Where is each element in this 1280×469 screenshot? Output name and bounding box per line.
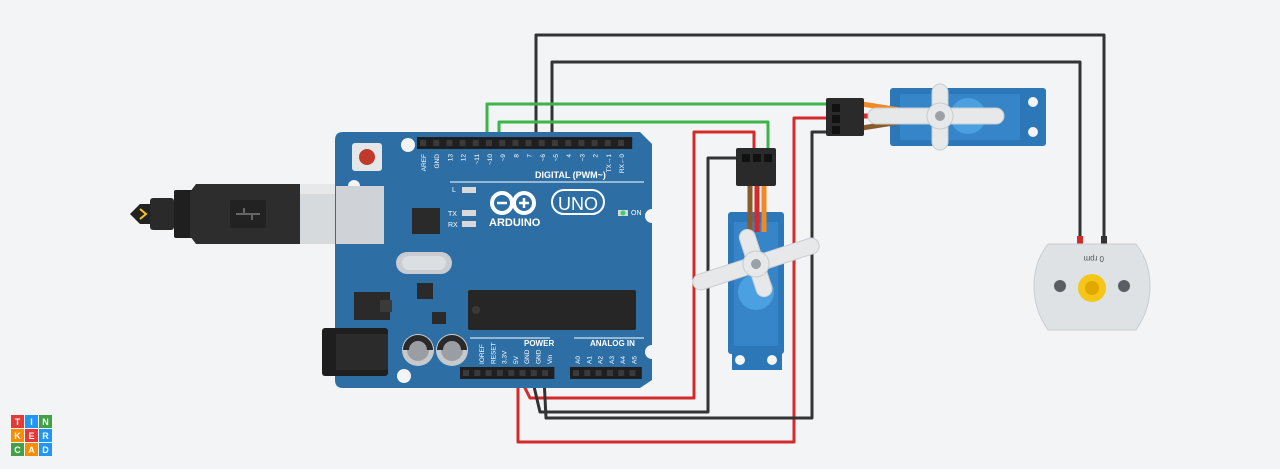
servo1-connector[interactable]: [736, 148, 776, 186]
header-pin[interactable]: [618, 370, 625, 376]
servo-motor-2[interactable]: [826, 83, 1046, 151]
header-pin[interactable]: [530, 370, 537, 376]
on-label: ON: [631, 210, 642, 217]
analog-header-label: ANALOG IN: [590, 339, 635, 348]
header-pin[interactable]: [499, 140, 506, 146]
logo-letter: N: [39, 415, 52, 428]
dc-motor[interactable]: 0 rpm: [1033, 236, 1151, 331]
digital-pin-label: ~10: [487, 154, 494, 165]
digital-pin-label: ~6: [540, 154, 547, 162]
motor-rpm-label: 0 rpm: [1083, 254, 1104, 263]
analog-pin-label: A1: [586, 356, 593, 364]
digital-header-label: DIGITAL (PWM~): [535, 170, 606, 180]
header-pin[interactable]: [629, 370, 636, 376]
digital-pin-label: ~9: [500, 154, 507, 162]
header-pin[interactable]: [420, 140, 426, 146]
logo-letter: I: [25, 415, 38, 428]
digital-pin-label: 13: [447, 154, 454, 162]
header-pin[interactable]: [433, 140, 440, 146]
brand-label: ARDUINO: [489, 217, 541, 229]
digital-pin-label: TX→1: [606, 154, 613, 173]
header-pin[interactable]: [591, 140, 598, 146]
header-pin[interactable]: [472, 140, 479, 146]
logo-letter: D: [39, 443, 52, 456]
header-pin[interactable]: [538, 140, 545, 146]
header-pin[interactable]: [446, 140, 453, 146]
header-pin[interactable]: [496, 370, 503, 376]
digital-pin-label: 4: [566, 154, 573, 158]
digital-pin-label: 7: [527, 154, 534, 158]
power-pin-label: Vin: [547, 354, 554, 364]
wire-black-motor-a[interactable]: [534, 33, 1106, 242]
header-pin[interactable]: [552, 140, 558, 146]
logo-letter: T: [11, 415, 24, 428]
arduino-logo: [490, 191, 536, 215]
header-pin[interactable]: [474, 370, 481, 376]
header-pin[interactable]: [565, 140, 572, 146]
header-pin[interactable]: [542, 370, 549, 376]
header-pin[interactable]: [578, 140, 585, 146]
digital-pin-label: 2: [593, 154, 600, 158]
digital-pin-label: GND: [434, 154, 441, 169]
header-pin[interactable]: [595, 370, 602, 376]
power-header[interactable]: [460, 367, 555, 379]
power-pin-label: 3.3V: [502, 350, 509, 364]
digital-pin-label: RX←0: [619, 154, 626, 174]
header-pin[interactable]: [508, 370, 515, 376]
header-pin[interactable]: [584, 370, 591, 376]
header-pin[interactable]: [525, 140, 532, 146]
led-tx-label: TX: [448, 211, 457, 218]
wire-black-servo1[interactable]: [530, 156, 742, 414]
header-pin[interactable]: [573, 370, 579, 376]
logo-letter: C: [11, 443, 24, 456]
led-l-label: L: [452, 187, 456, 194]
analog-header[interactable]: [570, 367, 642, 379]
logo-letter: A: [25, 443, 38, 456]
header-pin[interactable]: [463, 370, 469, 376]
analog-pin-label: A5: [632, 356, 639, 364]
logo-letter: K: [11, 429, 24, 442]
power-pin-label: GND: [536, 349, 543, 364]
digital-pin-label: ~3: [579, 154, 586, 162]
digital-pin-label: ~5: [553, 154, 560, 162]
power-pin-label: IOREF: [479, 344, 486, 364]
wire-red-servo2[interactable]: [516, 116, 832, 444]
model-label: UNO: [558, 194, 598, 214]
power-pin-label: 5V: [513, 355, 520, 364]
header-pin[interactable]: [606, 370, 613, 376]
power-pin-label: GND: [524, 349, 531, 364]
header-pin[interactable]: [519, 370, 526, 376]
logo-letter: R: [39, 429, 52, 442]
digital-pin-label: AREF: [421, 154, 428, 171]
wire-black-servo2[interactable]: [542, 130, 832, 420]
atmega-chip: [468, 290, 636, 330]
arduino-uno-board[interactable]: L TX RX ON ARDUINO UNO DIGITAL (PWM~) PO…: [322, 132, 659, 388]
analog-pin-label: A3: [609, 356, 616, 364]
power-header-label: POWER: [524, 339, 554, 348]
header-pin[interactable]: [485, 370, 492, 376]
digital-pin-label: 8: [513, 154, 520, 158]
header-pin[interactable]: [604, 140, 611, 146]
servo-motor-1[interactable]: [682, 148, 829, 370]
wire-red-servo1[interactable]: [518, 130, 756, 400]
logo-letter: E: [25, 429, 38, 442]
analog-pin-label: A4: [620, 356, 627, 364]
analog-pin-label: A0: [575, 356, 582, 364]
digital-pin-label: 12: [461, 154, 468, 162]
digital-header[interactable]: [417, 137, 633, 149]
digital-pin-label: ~11: [474, 154, 481, 165]
power-pin-label: RESET: [490, 342, 497, 364]
header-pin[interactable]: [618, 140, 624, 146]
header-pin[interactable]: [486, 140, 492, 146]
header-pin[interactable]: [459, 140, 466, 146]
servo2-connector[interactable]: [826, 98, 864, 136]
header-pin[interactable]: [512, 140, 519, 146]
analog-pin-label: A2: [598, 356, 605, 364]
led-rx-label: RX: [448, 222, 458, 229]
